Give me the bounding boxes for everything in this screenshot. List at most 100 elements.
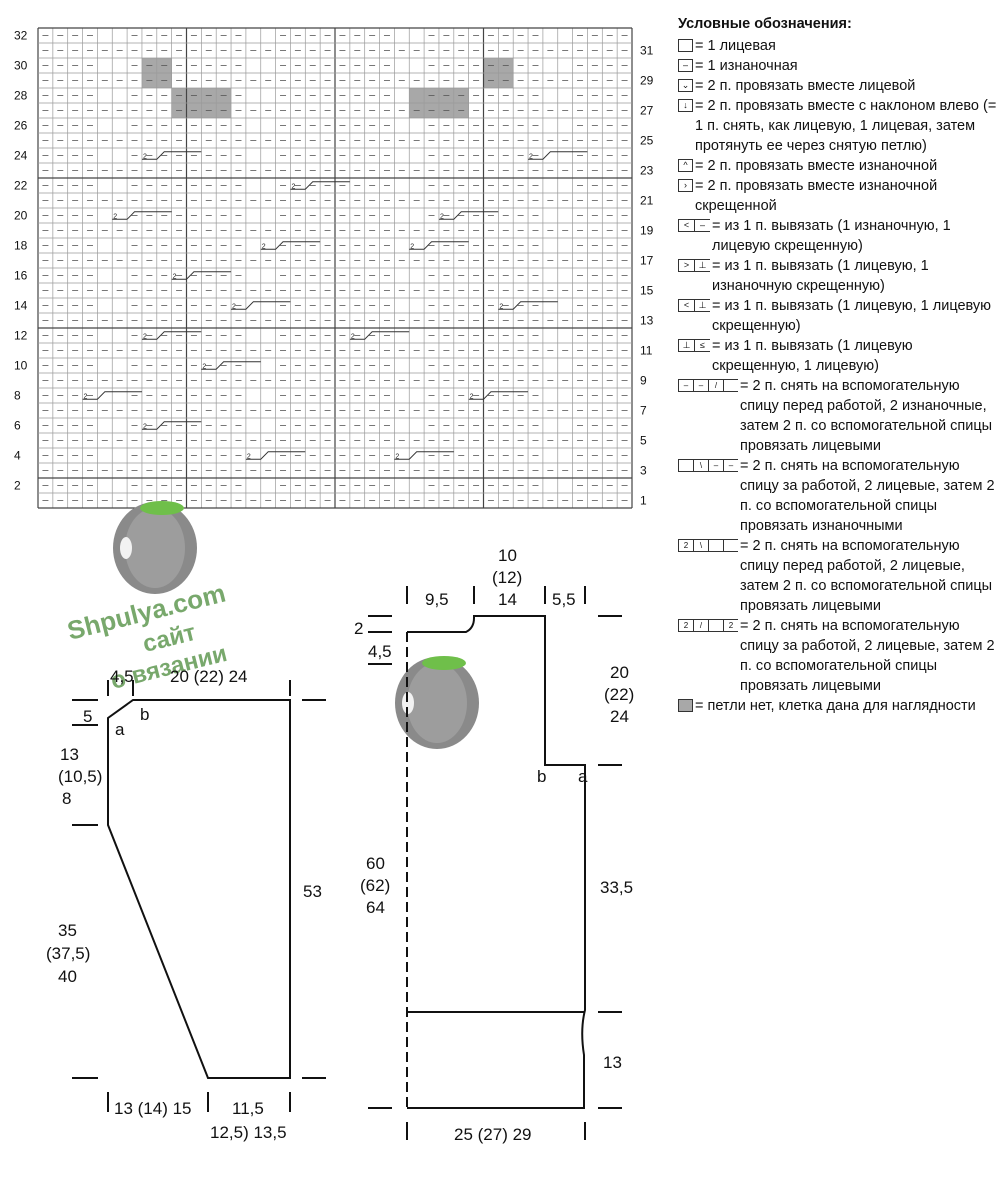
purl-stitch-icon: – [678, 59, 693, 72]
body-total-3: 64 [366, 898, 385, 917]
chart-row-label-right: 25 [640, 134, 654, 148]
svg-text:2: 2 [499, 303, 503, 310]
chart-row-label-right: 15 [640, 284, 654, 298]
no-stitch-icon [678, 699, 693, 712]
chart-row-label-left: 14 [14, 299, 28, 313]
svg-text:2: 2 [84, 393, 88, 400]
svg-text:2: 2 [247, 453, 251, 460]
svg-text:2: 2 [143, 333, 147, 340]
chart-row-label-left: 28 [14, 89, 28, 103]
chart-row-label-left: 4 [14, 449, 21, 463]
body-neck-depth-1: 2 [354, 619, 363, 638]
svg-text:2: 2 [232, 303, 236, 310]
cable-2-2-front-purl-icon: ––/ [678, 379, 738, 392]
sleeve-bottom-right-1: 11,5 [232, 1099, 264, 1118]
chart-row-label-left: 32 [14, 29, 28, 43]
body-neck-3: 14 [498, 590, 517, 609]
inc-purl-ktbl-icon: <– [678, 219, 710, 232]
body-side: 33,5 [600, 878, 633, 897]
legend-title: Условные обозначения: [678, 16, 852, 32]
chart-row-label-left: 10 [14, 359, 28, 373]
legend-item: ––/= 2 п. снять на вспомогательную спицу… [678, 376, 998, 456]
svg-text:2: 2 [113, 213, 117, 220]
legend-item: >⊥= из 1 п. вывязать (1 лицевую, 1 изнан… [678, 256, 998, 296]
chart-row-label-left: 6 [14, 419, 21, 433]
body-neck-1: 10 [498, 546, 517, 565]
p2tog-tbl-icon: › [678, 179, 693, 192]
yarn-spool-icon [395, 656, 479, 749]
chart-row-label-left: 26 [14, 119, 28, 133]
inc-knit-ptbl-icon: >⊥ [678, 259, 710, 272]
body-pattern [368, 586, 622, 1140]
legend-item: = 1 лицевая [678, 36, 998, 56]
sleeve-top-width: 20 (22) 24 [170, 667, 248, 686]
legend: Условные обозначения: = 1 лицевая –= 1 и… [678, 14, 998, 716]
chart-row-label-right: 1 [640, 494, 647, 508]
body-armhole-1: 20 [610, 663, 629, 682]
sleeve-outline [107, 699, 291, 1079]
p2tog-icon: ^ [678, 159, 693, 172]
knit-stitch-icon [678, 39, 693, 52]
body-width: 25 (27) 29 [454, 1125, 532, 1144]
body-shoulder-left: 9,5 [425, 590, 449, 609]
sleeve-point-b: b [140, 705, 149, 724]
k2tog-icon: ⌄ [678, 79, 693, 92]
body-neck-2: (12) [492, 568, 522, 587]
body-total-2: (62) [360, 876, 390, 895]
legend-item: ⊥≤= из 1 п. вывязать (1 лицевую скрещенн… [678, 336, 998, 376]
chart-row-label-right: 5 [640, 434, 647, 448]
legend-item: 2/2= 2 п. снять на вспомогательную спицу… [678, 616, 998, 696]
svg-text:2: 2 [440, 213, 444, 220]
chart-row-label-left: 18 [14, 239, 28, 253]
body-hem: 13 [603, 1053, 622, 1072]
legend-item: 2\= 2 п. снять на вспомогательную спицу … [678, 536, 998, 616]
chart-row-label-left: 12 [14, 329, 28, 343]
legend-item: = петли нет, клетка дана для наглядности [678, 696, 998, 716]
body-total-1: 60 [366, 854, 385, 873]
chart-row-label-right: 27 [640, 104, 654, 118]
legend-item: ↓= 2 п. провязать вместе с наклоном влев… [678, 96, 998, 156]
body-outline [407, 615, 586, 1109]
chart-row-label-right: 7 [640, 404, 647, 418]
sleeve-lower: 35 [58, 921, 77, 940]
chart-row-label-left: 20 [14, 209, 28, 223]
chart-row-label-left: 2 [14, 479, 21, 493]
chart-row-label-right: 13 [640, 314, 654, 328]
inc-knit-ktbl-icon: <⊥ [678, 299, 710, 312]
chart-row-label-right: 11 [640, 344, 653, 358]
cable-2-2-front-icon: 2\ [678, 539, 738, 552]
svg-text:2: 2 [143, 153, 147, 160]
legend-item: <⊥= из 1 п. вывязать (1 лицевую, 1 лицев… [678, 296, 998, 336]
body-point-b: b [537, 767, 546, 786]
legend-item: ⌄= 2 п. провязать вместе лицевой [678, 76, 998, 96]
sleeve-upper-alt2: 8 [62, 789, 71, 808]
chart-row-label-left: 30 [14, 59, 28, 73]
chart-row-label-right: 9 [640, 374, 647, 388]
svg-text:2: 2 [529, 153, 533, 160]
legend-item: ›= 2 п. провязать вместе изнаночной скре… [678, 176, 998, 216]
svg-text:2: 2 [291, 183, 295, 190]
chart-row-label-left: 22 [14, 179, 28, 193]
legend-item: –= 1 изнаночная [678, 56, 998, 76]
chart-row-label-right: 17 [640, 254, 654, 268]
svg-text:2: 2 [410, 243, 414, 250]
body-shoulder-right: 5,5 [552, 590, 576, 609]
sleeve-length: 53 [303, 882, 322, 901]
svg-text:2: 2 [173, 273, 177, 280]
body-neck-depth-2: 4,5 [368, 642, 392, 661]
svg-text:2: 2 [395, 453, 399, 460]
sleeve-lower-alt2: 40 [58, 967, 77, 986]
chart-row-label-left: 16 [14, 269, 28, 283]
chart-row-label-right: 19 [640, 224, 654, 238]
ssk-icon: ↓ [678, 99, 693, 112]
body-armhole-3: 24 [610, 707, 629, 726]
chart-row-label-right: 21 [640, 194, 654, 208]
sleeve-top-offset: 4,5 [110, 667, 134, 686]
sleeve-bottom-right-2: 12,5) 13,5 [210, 1123, 287, 1142]
body-armhole-2: (22) [604, 685, 634, 704]
legend-item: \––= 2 п. снять на вспомогательную спицу… [678, 456, 998, 536]
sleeve-cap: 5 [83, 707, 92, 726]
inc-ktbl-knit-icon: ⊥≤ [678, 339, 710, 352]
